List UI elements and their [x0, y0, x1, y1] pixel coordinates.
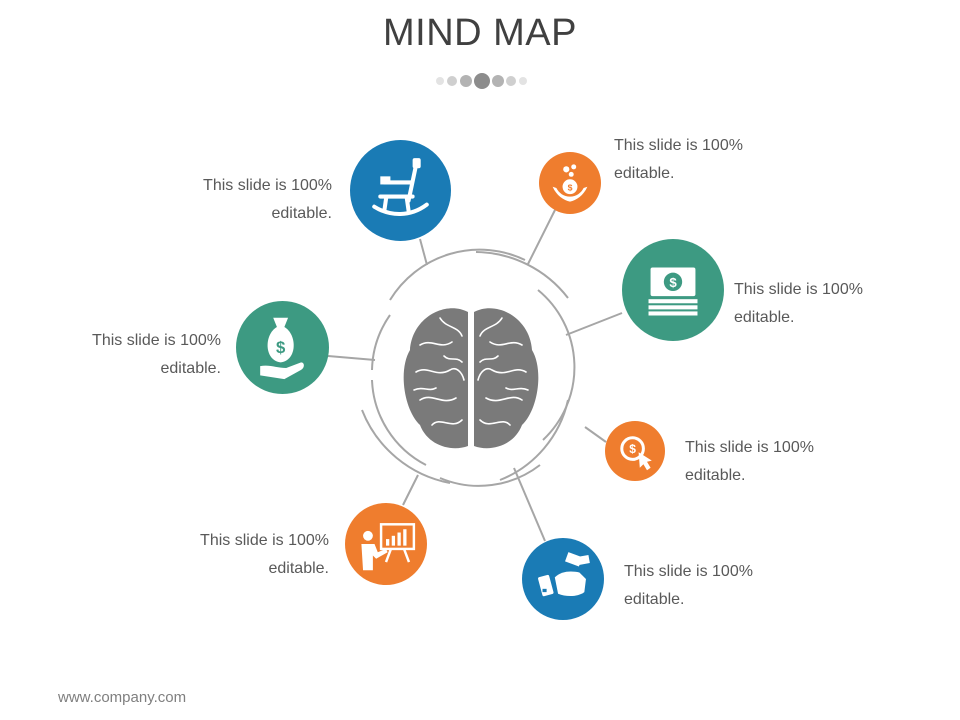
ring-arc [439, 464, 541, 487]
connector-line [402, 474, 419, 506]
connector-line [584, 426, 607, 443]
node-coin-click: $ [605, 421, 665, 481]
connector-line [513, 467, 546, 542]
money-hands-icon: $ [552, 164, 588, 202]
connector-line [327, 355, 376, 361]
connector-line [527, 209, 556, 265]
node-label: This slide is 100% editable. [734, 281, 863, 326]
brain-icon [403, 308, 539, 449]
money-bag-hand-icon: $ [260, 317, 304, 380]
node-label: This slide is 100% editable. [624, 563, 753, 608]
cash-in-hand-icon [538, 552, 590, 597]
progress-dot [519, 77, 527, 85]
node-presentation [345, 503, 427, 585]
node-label: This slide is 100% editable. [614, 137, 743, 182]
progress-dot [492, 75, 504, 87]
node-label: This slide is 100% editable. [200, 532, 329, 577]
svg-text:$: $ [629, 442, 636, 456]
ring-arc [499, 399, 569, 481]
cash-stack-icon: $ [648, 267, 698, 316]
node-money-bag: $ [236, 301, 329, 394]
ring-arc [389, 248, 526, 301]
progress-dots [430, 72, 530, 90]
node-money-hands: $ [539, 152, 601, 214]
progress-dot [506, 76, 516, 86]
ring-arc [537, 289, 576, 441]
connector-line [419, 238, 428, 266]
presentation-icon [361, 523, 416, 571]
progress-dot [447, 76, 457, 86]
coin-click-icon: $ [620, 436, 652, 471]
page-title: MIND MAP [383, 12, 577, 54]
progress-dot [436, 77, 444, 85]
rocking-chair-icon [372, 158, 429, 217]
ring-arc [361, 409, 451, 484]
node-label: This slide is 100% editable. [92, 332, 221, 377]
node-cash-in-hand [522, 538, 604, 620]
node-label: This slide is 100% editable. [203, 177, 332, 222]
node-cash-stack: $ [622, 239, 724, 341]
ring-arc [475, 251, 569, 299]
svg-text:$: $ [669, 275, 677, 290]
svg-text:$: $ [568, 182, 573, 192]
ring-arc [371, 314, 391, 371]
svg-text:$: $ [276, 338, 286, 357]
progress-dot-active [474, 73, 490, 89]
node-rocking-chair [350, 140, 451, 241]
progress-dot [460, 75, 472, 87]
node-label: This slide is 100% editable. [685, 439, 814, 484]
ring-arc [371, 379, 427, 466]
footer-url: www.company.com [58, 689, 187, 706]
connector-line [565, 312, 623, 336]
